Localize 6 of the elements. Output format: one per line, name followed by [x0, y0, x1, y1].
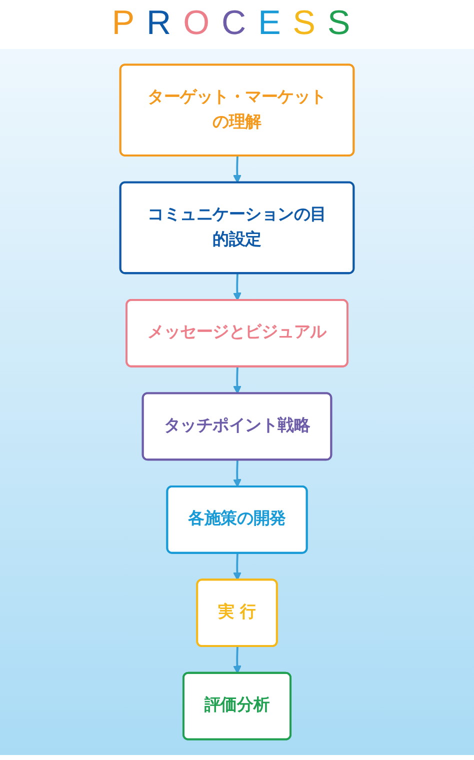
- arrow: [233, 274, 242, 301]
- arrow: [233, 366, 242, 394]
- arrow: [233, 156, 242, 184]
- arrow: [233, 646, 242, 674]
- arrow: [233, 460, 242, 488]
- arrow: [233, 553, 242, 580]
